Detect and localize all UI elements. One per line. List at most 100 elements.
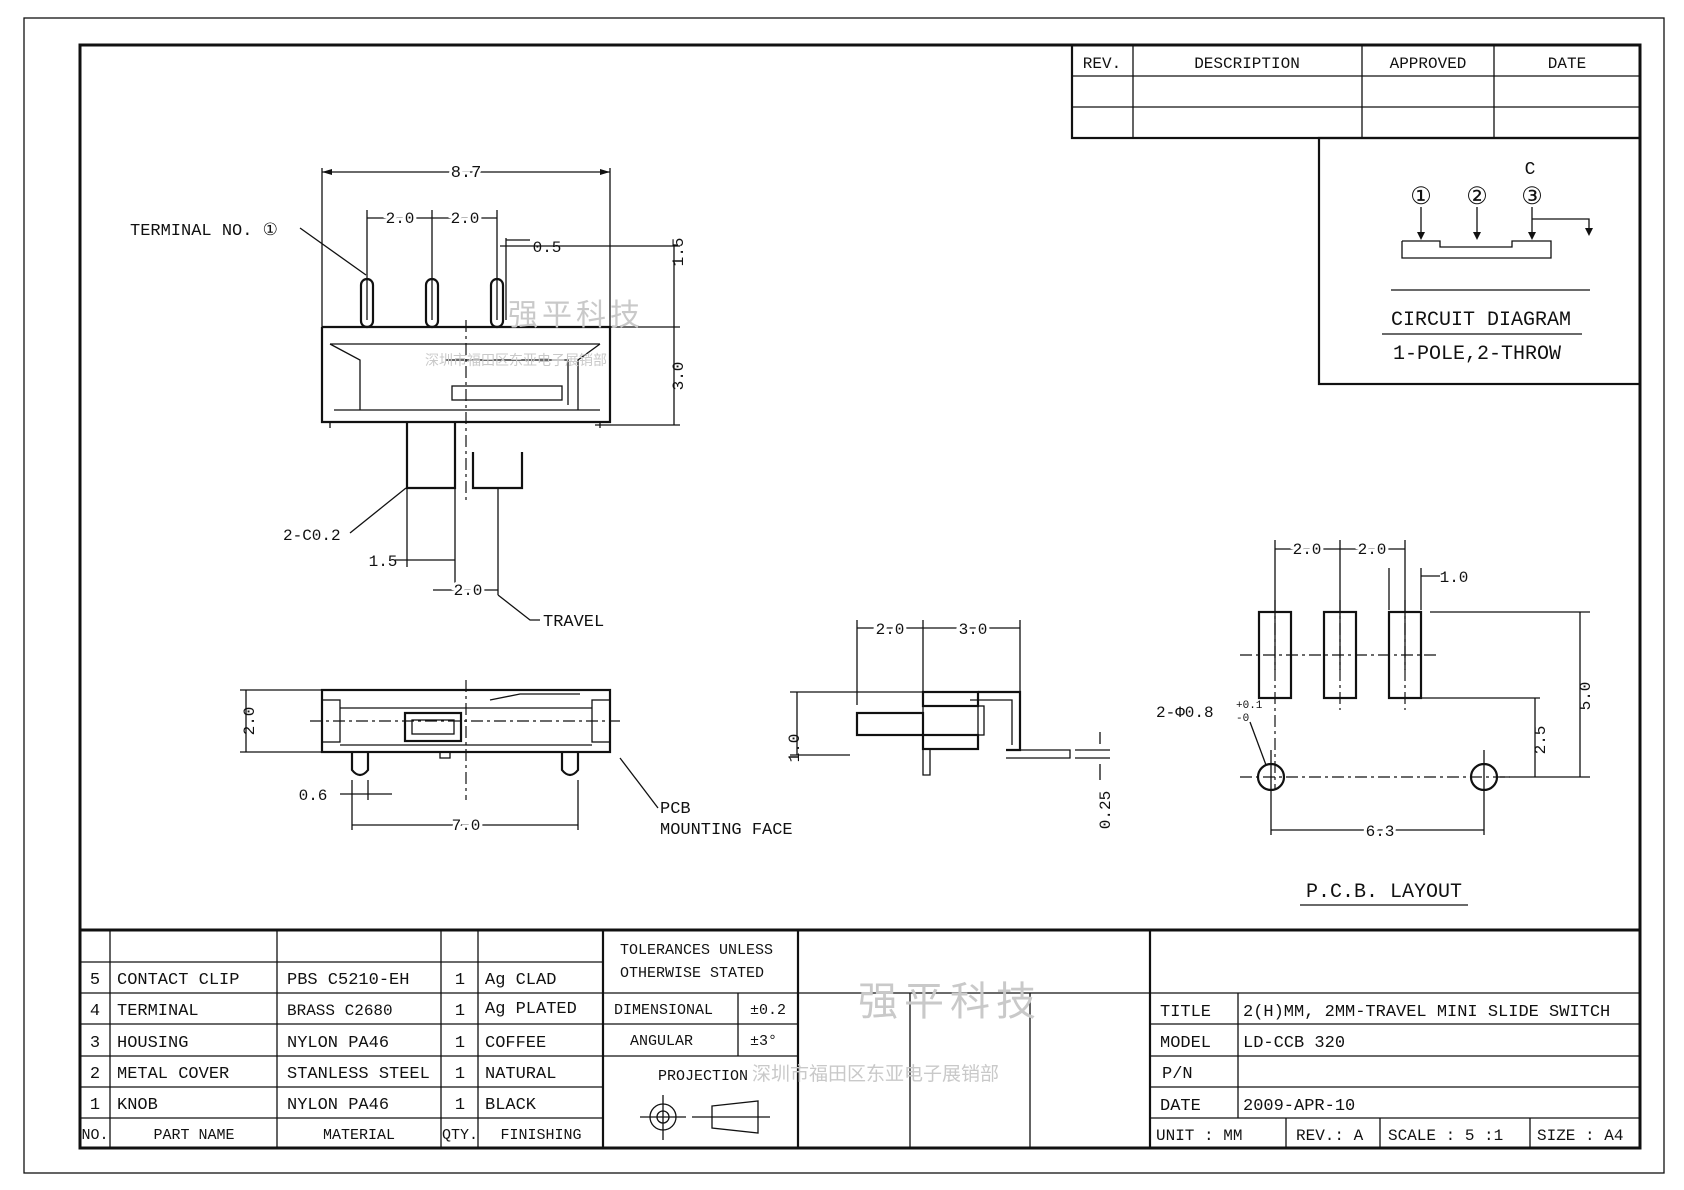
projection-label: PROJECTION <box>658 1068 748 1085</box>
description-header: DESCRIPTION <box>1194 55 1300 73</box>
dim-bottom-height: 2.0 <box>241 707 259 736</box>
pcb-dim-hole-height: 2.5 <box>1532 726 1550 755</box>
bom-table: 5 CONTACT CLIP PBS C5210-EH 1 Ag CLAD 4 … <box>80 928 1640 1148</box>
pcb-dim-pitch-a: 2.0 <box>1293 541 1322 559</box>
bom-no-4: 4 <box>90 1002 100 1021</box>
bom-material-2: STANLESS STEEL <box>287 1065 430 1084</box>
side-dim-2: 3.0 <box>959 621 988 639</box>
dim-chamfer: 2-C0.2 <box>283 527 341 545</box>
pcb-layout-title: P.C.B. LAYOUT <box>1306 881 1462 904</box>
bom-finish-4: Ag PLATED <box>485 1000 577 1019</box>
title-value: 2(H)MM, 2MM-TRAVEL MINI SLIDE SWITCH <box>1243 1003 1610 1022</box>
approved-header: APPROVED <box>1390 55 1467 73</box>
side-dim-thickness: 0.25 <box>1097 791 1115 829</box>
terminal-no-label: TERMINAL NO. ① <box>130 222 278 241</box>
pcb-layout: 2.0 2.0 1.0 6.3 5.0 2.5 2-Φ0.8 +0.1 -0 P… <box>1156 538 1595 906</box>
bom-material-5: PBS C5210-EH <box>287 971 409 990</box>
bom-header-finish: FINISHING <box>500 1127 581 1144</box>
scale-field: SCALE : 5 :1 <box>1388 1127 1503 1145</box>
side-view: 2.0 3.0 1.0 0.25 <box>786 618 1115 829</box>
bom-finish-1: BLACK <box>485 1096 537 1115</box>
dim-foot: 0.6 <box>299 787 328 805</box>
circuit-terminal-1: ① <box>1410 185 1432 212</box>
dim-pitch-b: 2.0 <box>451 210 480 228</box>
front-view: 8.7 2.0 2.0 0.5 TERMINAL NO. ① 1.5 3.0 <box>130 161 688 632</box>
bom-no-3: 3 <box>90 1034 100 1053</box>
date-label: DATE <box>1160 1097 1201 1116</box>
unit-field: UNIT : MM <box>1156 1127 1242 1145</box>
mounting-face-label: MOUNTING FACE <box>660 821 793 840</box>
bom-qty-4: 1 <box>455 1002 465 1021</box>
circuit-c-label: C <box>1525 160 1536 180</box>
dim-pin-width: 0.5 <box>533 239 562 257</box>
travel-label: TRAVEL <box>543 613 604 632</box>
dim-bottom-length: 7.0 <box>452 817 481 835</box>
date-header: DATE <box>1548 55 1586 73</box>
dimensional-value: ±0.2 <box>750 1002 786 1019</box>
tolerance-block: TOLERANCES UNLESS OTHERWISE STATED DIMEN… <box>603 930 1150 1148</box>
size-field: SIZE : A4 <box>1537 1127 1623 1145</box>
pcb-label: PCB <box>660 800 691 819</box>
rev-field: REV.: A <box>1296 1127 1364 1145</box>
watermark-company-top: 强平科技 <box>508 298 644 333</box>
bom-material-4: BRASS C2680 <box>287 1002 393 1020</box>
side-dim-1: 2.0 <box>876 621 905 639</box>
projection-cone-icon <box>711 1100 759 1134</box>
pcb-dim-holes: 2-Φ0.8 <box>1156 704 1214 722</box>
bom-qty-1: 1 <box>455 1096 465 1115</box>
bom-name-4: TERMINAL <box>117 1002 199 1021</box>
circuit-terminal-3: ③ <box>1521 185 1543 212</box>
watermark-address-top: 深圳市福田区东亚电子展销部 <box>425 352 607 369</box>
watermark: 强平科技 深圳市福田区东亚电子展销部 强平科技 深圳市福田区东亚电子展销部 <box>425 298 1042 1085</box>
title-label: TITLE <box>1160 1003 1211 1022</box>
dim-travel: 2.0 <box>454 582 483 600</box>
bom-name-2: METAL COVER <box>117 1065 229 1084</box>
circuit-diagram: C ① ② ③ CIRCUIT DIAGRAM 1-POLE,2-THROW <box>1317 136 1642 386</box>
date-value: 2009-APR-10 <box>1243 1097 1355 1116</box>
bom-header-no: NO. <box>81 1127 108 1144</box>
bom-header-qty: QTY. <box>442 1127 478 1144</box>
pcb-dim-tol-plus: +0.1 <box>1236 700 1263 712</box>
bom-finish-5: Ag CLAD <box>485 971 556 990</box>
tolerance-title-2: OTHERWISE STATED <box>620 965 764 982</box>
pcb-dim-hole-spacing: 6.3 <box>1366 823 1395 841</box>
sheet-border <box>23 17 1665 1174</box>
dim-body-height: 3.0 <box>670 362 688 391</box>
bom-qty-3: 1 <box>455 1034 465 1053</box>
circuit-title: CIRCUIT DIAGRAM <box>1391 309 1571 332</box>
dim-pin-height: 1.5 <box>670 238 688 267</box>
model-value: LD-CCB 320 <box>1243 1034 1345 1053</box>
bom-no-5: 5 <box>90 971 100 990</box>
model-label: MODEL <box>1160 1034 1211 1053</box>
bom-material-1: NYLON PA46 <box>287 1096 389 1115</box>
tolerance-title-1: TOLERANCES UNLESS <box>620 942 773 959</box>
pcb-dim-slot-width: 1.0 <box>1440 569 1469 587</box>
watermark-company-bottom: 强平科技 <box>858 979 1042 1025</box>
bom-header-material: MATERIAL <box>323 1127 395 1144</box>
watermark-address-bottom: 深圳市福田区东亚电子展销部 <box>752 1063 999 1085</box>
title-block: TITLE 2(H)MM, 2MM-TRAVEL MINI SLIDE SWIT… <box>1148 930 1640 1148</box>
pcb-dim-tol-minus: -0 <box>1236 713 1249 725</box>
bom-name-1: KNOB <box>117 1096 158 1115</box>
circuit-terminal-2: ② <box>1466 185 1488 212</box>
bottom-view: 2.0 0.6 7.0 PCB MOUNTING FACE <box>240 680 793 840</box>
bom-finish-3: COFFEE <box>485 1034 546 1053</box>
angular-value: ±3° <box>750 1033 777 1050</box>
pn-label: P/N <box>1162 1065 1193 1084</box>
bom-material-3: NYLON PA46 <box>287 1034 389 1053</box>
dim-overall-width: 8.7 <box>451 164 482 183</box>
revision-table: REV. DESCRIPTION APPROVED DATE <box>1070 43 1642 140</box>
side-dim-knob-height: 1.0 <box>786 734 804 763</box>
bom-no-2: 2 <box>90 1065 100 1084</box>
dim-knob-width: 1.5 <box>369 553 398 571</box>
angular-label: ANGULAR <box>630 1033 693 1050</box>
circuit-subtitle: 1-POLE,2-THROW <box>1393 343 1561 366</box>
bom-no-1: 1 <box>90 1096 100 1115</box>
rev-header: REV. <box>1083 55 1121 73</box>
bom-header-name: PART NAME <box>153 1127 234 1144</box>
dim-pitch-a: 2.0 <box>386 210 415 228</box>
dimensional-label: DIMENSIONAL <box>614 1002 713 1019</box>
bom-qty-5: 1 <box>455 971 465 990</box>
pcb-dim-total-height: 5.0 <box>1577 682 1595 711</box>
